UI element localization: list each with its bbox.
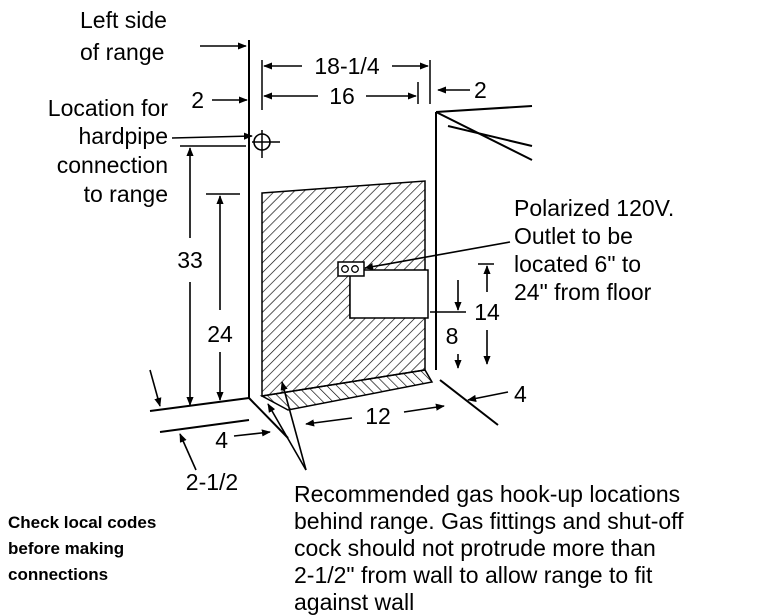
dim-arrow-12-right — [403, 403, 445, 413]
recommended-pointer-1 — [280, 381, 307, 471]
recommended-pointer-2 — [267, 403, 307, 471]
dim-16: 16 — [329, 83, 355, 109]
dim-24: 24 — [207, 321, 233, 347]
dim-arrow-2-5-a — [149, 369, 162, 407]
outlet-label-3: located 6" to — [514, 251, 641, 277]
dim-18-1-4: 18-1/4 — [314, 53, 379, 79]
recommended-label-3: cock should not protrude more than — [294, 535, 656, 561]
recommended-label-4: 2-1/2" from wall to allow range to fit — [294, 562, 653, 588]
outlet-pointer — [364, 241, 511, 271]
hardpipe-label-1: Location for — [48, 95, 169, 121]
check-codes-note-1: Check local codes — [8, 513, 156, 532]
hardpipe-label-3: connection — [57, 152, 168, 178]
polarized-outlet-icon — [337, 261, 365, 277]
dim-4-right: 4 — [514, 381, 527, 407]
floor-line-left-front — [149, 397, 250, 412]
hardpipe-crosshair-icon — [252, 130, 280, 158]
dim-arrow-12-left — [305, 417, 353, 427]
dim-14: 14 — [474, 299, 500, 325]
dim-33: 33 — [177, 247, 203, 273]
dim-arrow-2-5-b — [179, 433, 197, 471]
recommended-label-1: Recommended gas hook-up locations — [294, 481, 680, 507]
left-side-label-1: Left side — [80, 7, 167, 33]
outlet-label-2: Outlet to be — [514, 223, 633, 249]
hardpipe-label-2: hardpipe — [78, 123, 168, 149]
floor-line-right — [439, 379, 499, 426]
floor-line-left-back — [159, 419, 250, 433]
cutout-window — [349, 269, 429, 319]
hardpipe-pointer — [171, 132, 253, 140]
countertop-inner-edge — [447, 125, 533, 147]
dim-arrow-4-bottom — [233, 429, 271, 437]
recommended-label-2: behind range. Gas fittings and shut-off — [294, 508, 684, 534]
check-codes-note-2: before making — [8, 539, 124, 558]
dim-8: 8 — [446, 323, 459, 349]
dim-2-right: 2 — [474, 77, 487, 103]
recommended-label-5: against wall — [294, 589, 414, 615]
dim-arrow-4-right — [467, 391, 509, 402]
left-range-side-bottom — [248, 397, 289, 439]
dim-2-left: 2 — [191, 87, 204, 113]
dim-4-bottom: 4 — [215, 427, 228, 453]
countertop-front-edge — [435, 111, 533, 161]
left-side-label-2: of range — [80, 39, 164, 65]
dim-12: 12 — [365, 403, 391, 429]
outlet-label-4: 24" from floor — [514, 279, 652, 305]
hardpipe-label-4: to range — [84, 181, 168, 207]
floor-hatched-strip — [259, 369, 434, 411]
countertop-top-edge — [435, 105, 533, 113]
dim-2-1-2: 2-1/2 — [186, 469, 238, 495]
check-codes-note-3: connections — [8, 565, 108, 584]
outlet-label-1: Polarized 120V. — [514, 195, 674, 221]
